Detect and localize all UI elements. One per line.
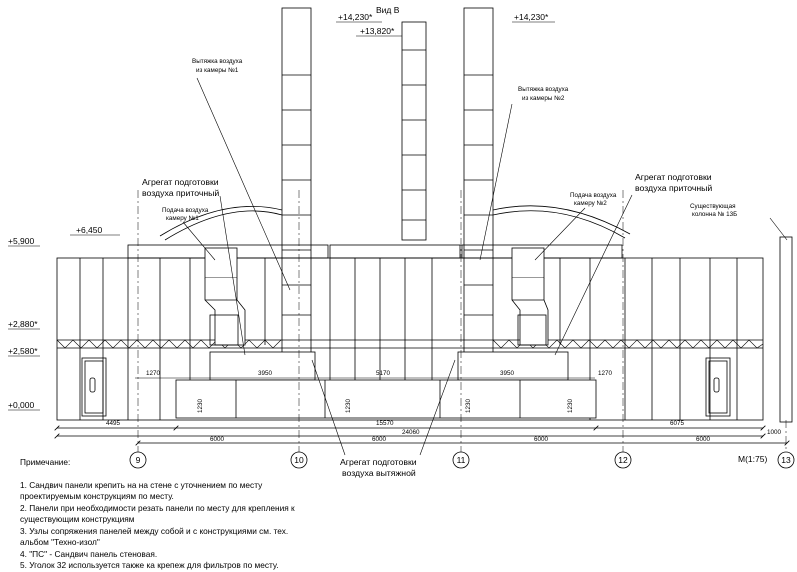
building-wall — [56, 244, 764, 421]
dim-1270-left: 1270 — [146, 370, 161, 377]
elev-5900: +5,900 — [8, 236, 35, 246]
dim-4495: 4495 — [106, 420, 121, 427]
note-line: 3. Узлы сопряжения панелей между собой и… — [20, 525, 289, 536]
exhaust-unit-1: Агрегат подготовки — [340, 457, 417, 467]
supply-unit-left-1: Агрегат подготовки — [142, 177, 219, 187]
axis-label-10: 10 — [294, 455, 304, 465]
axis-label-12: 12 — [618, 455, 628, 465]
elev-top-left: +14,230* — [338, 12, 373, 22]
existing-column — [779, 236, 793, 423]
elev-0000: +0,000 — [8, 400, 35, 410]
axis-label-11: 11 — [457, 455, 466, 465]
axis-markers — [129, 451, 795, 469]
note-line: существующим конструкциям — [20, 514, 135, 524]
axis-label-13: 13 — [781, 455, 791, 465]
view-title: Вид В — [376, 5, 400, 15]
note-line: 4. "ПС" - Сандвич панель стеновая. — [20, 548, 158, 559]
column-label-1: Существующая — [690, 203, 736, 210]
right-supply-unit — [511, 247, 549, 346]
dim-6000-2: 6000 — [372, 436, 387, 443]
dim-6075: 6075 — [670, 420, 685, 427]
center-stack — [401, 21, 427, 241]
supply-unit-left-2: воздуха приточный — [142, 188, 219, 198]
note-line: альбом "Техно-изол" — [20, 537, 100, 547]
elev-2880: +2,880* — [8, 319, 38, 329]
left-door — [81, 357, 107, 417]
notes-block: Примечание: 1. Сандвич панели крепить на… — [20, 457, 380, 572]
exhaust-unit-2: воздуха вытяжной — [342, 468, 416, 478]
axis-label-9: 9 — [136, 455, 141, 465]
dim-1270-right: 1270 — [598, 370, 613, 377]
right-door — [705, 357, 731, 417]
right-stack — [463, 7, 494, 354]
supply1-label-2: камеру №1 — [166, 215, 199, 222]
supply2-label-2: камеру №2 — [574, 200, 607, 207]
dim-3950-left: 3950 — [258, 370, 273, 377]
exhaust2-label-1: Вытяжка воздуха — [518, 86, 569, 93]
supply-unit-right-2: воздуха приточный — [635, 183, 712, 193]
left-stack — [281, 7, 312, 354]
exhaust-unit — [175, 351, 597, 419]
exhaust1-label-1: Вытяжка воздуха — [192, 58, 243, 65]
dim-1000: 1000 — [767, 429, 782, 436]
dim-15570: 15570 — [376, 420, 394, 427]
elev-2580: +2,580* — [8, 346, 38, 356]
note-line: 1. Сандвич панели крепить на на стене с … — [20, 479, 263, 490]
dim-1230-b: 1230 — [345, 398, 352, 413]
supply-unit-right-1: Агрегат подготовки — [635, 172, 712, 182]
note-line: 5. Уголок 32 используется также ка крепе… — [20, 560, 279, 570]
elev-center: +13,820* — [360, 26, 395, 36]
note-line: проектируемым конструкциям по месту. — [20, 491, 174, 501]
notes-header: Примечание: — [20, 457, 71, 467]
dim-1230-a: 1230 — [197, 398, 204, 413]
dim-1230-c: 1230 — [465, 398, 472, 413]
dim-1230-d: 1230 — [567, 398, 574, 413]
dim-3950-right: 3950 — [500, 370, 515, 377]
note-line: 2. Панели при необходимости резать панел… — [20, 502, 295, 513]
elev-6450: +6,450 — [76, 225, 103, 235]
scale-label: М(1:75) — [738, 454, 767, 464]
elev-top-right: +14,230* — [514, 12, 549, 22]
column-label-2: колонна № 13Б — [692, 211, 737, 218]
dim-6000-1: 6000 — [210, 436, 225, 443]
dim-6000-4: 6000 — [696, 436, 711, 443]
exhaust1-label-2: из камеры №1 — [196, 67, 239, 74]
exhaust2-label-2: из камеры №2 — [522, 95, 565, 102]
dim-6000-3: 6000 — [534, 436, 549, 443]
left-supply-unit — [204, 247, 246, 346]
supply2-label-1: Подача воздуха — [570, 192, 617, 199]
supply1-label-1: Подача воздуха — [162, 207, 209, 214]
dim-24060: 24060 — [402, 429, 420, 436]
dim-5170: 5170 — [376, 370, 391, 377]
